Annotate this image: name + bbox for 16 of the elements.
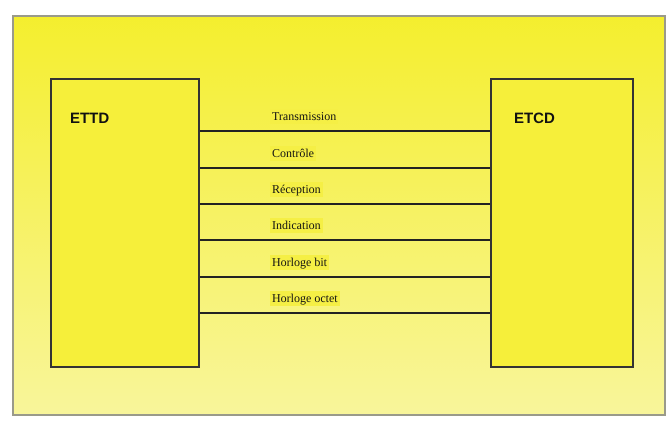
device-box bbox=[490, 78, 634, 368]
signal-line bbox=[200, 130, 490, 132]
signal-line bbox=[200, 276, 490, 278]
edge-label: Transmission bbox=[270, 109, 338, 124]
device-label: ETCD bbox=[514, 110, 555, 127]
edge-label: Contrôle bbox=[270, 146, 316, 161]
signal-line bbox=[200, 167, 490, 169]
signal-line bbox=[200, 312, 490, 314]
signal-line bbox=[200, 203, 490, 205]
signal-line bbox=[200, 239, 490, 241]
edge-label: Réception bbox=[270, 182, 323, 197]
edge-label: Indication bbox=[270, 218, 323, 233]
device-box bbox=[50, 78, 200, 368]
edge-label: Horloge bit bbox=[270, 255, 329, 270]
edge-label: Horloge octet bbox=[270, 291, 340, 306]
device-label: ETTD bbox=[70, 110, 110, 127]
